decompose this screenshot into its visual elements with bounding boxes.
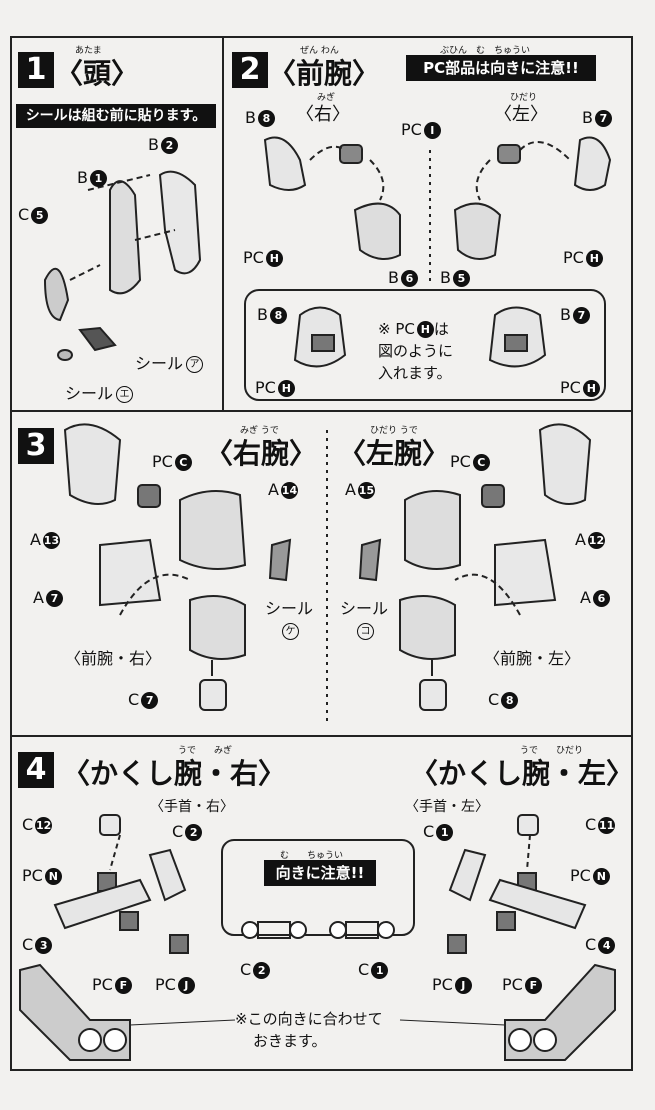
step-2-left-label: 〈左〉 [494,104,548,125]
step-1-title-ruby: あたま [75,46,102,56]
step-1-number: 1 [18,52,54,88]
step-4-title-left: 〈かくし腕・左〉 [410,757,635,790]
step-4-notice-ruby: む ちゅうい [280,851,344,861]
step-3-title-r-ruby: みぎ うで [240,426,279,436]
step-2-notice: PC部品は向きに注意!! [406,55,596,81]
step-2-right-ruby: みぎ [317,93,336,103]
divider-v1 [222,36,224,411]
step-2-title-ruby: ぜん わん [300,46,339,56]
label-seal-k: シールケ [265,598,313,642]
step-3-title-l-ruby: ひだり うで [370,426,418,436]
step-4-sub-left: 〈手首・左〉 [405,799,489,815]
step-4-title-right: 〈かくし腕・右〉 [62,757,287,790]
bottom-note: ※この向きに合わせて おきます。 [235,1010,383,1050]
step-2-notice-ruby: ぶひん む ちゅうい [440,46,531,56]
step-2-right-label: 〈右〉 [296,104,350,125]
label-forearm-right: 〈前腕・右〉 [65,649,162,668]
step-4-title-r-ruby: うで みぎ [178,746,233,756]
step-2-number: 2 [232,52,268,88]
step-4-notice: 向きに注意!! [264,860,376,886]
label-seal-a: シールア [135,350,204,374]
step-4-title-l-ruby: うで ひだり [520,746,584,756]
divider-h1 [10,410,633,412]
step-3-title-right: 〈右腕〉 [205,437,318,470]
step-3-title-left: 〈左腕〉 [338,437,451,470]
step-3-number: 3 [18,428,54,464]
step-1-title: 〈頭〉 [55,57,140,90]
step-4-sub-right: 〈手首・右〉 [150,799,234,815]
label-seal-e: シールエ [65,380,134,404]
instruction-frame [10,36,633,1071]
label-forearm-left: 〈前腕・左〉 [484,649,581,668]
step-2-title: 〈前腕〉 [268,57,381,90]
label-seal-ko: シールコ [340,598,388,642]
step-4-number: 4 [18,752,54,788]
step-1-banner: シールは組む前に貼ります。 [16,104,216,128]
divider-h2 [10,735,633,737]
step-2-left-ruby: ひだり [510,93,538,103]
